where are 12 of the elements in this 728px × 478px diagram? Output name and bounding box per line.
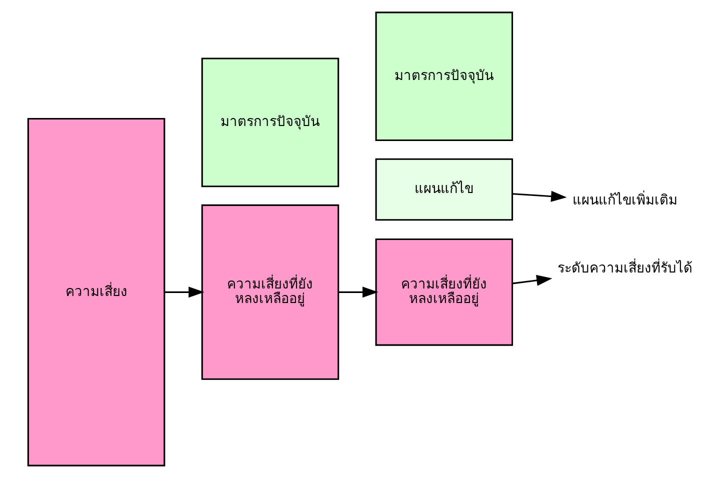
node-text: ระดับความเสี่ยงที่รับได้ — [557, 260, 692, 277]
arrow — [512, 190, 567, 202]
node-text: แผนแก้ไขเพิ่มเติม — [572, 192, 678, 209]
node-box: มาตรการปัจจุบัน — [201, 58, 340, 188]
node-box: ความเสี่ยง — [27, 118, 166, 466]
node-box: ความเสี่ยงที่ยังหลงเหลืออยู่ — [375, 238, 514, 346]
node-box: ความเสี่ยงที่ยังหลงเหลืออยู่ — [201, 204, 340, 380]
arrow — [164, 286, 204, 298]
arrow — [512, 274, 552, 286]
node-box: แผนแก้ไข — [375, 158, 514, 221]
arrow — [338, 286, 378, 298]
node-box: มาตรการปัจจุบัน — [375, 12, 514, 142]
